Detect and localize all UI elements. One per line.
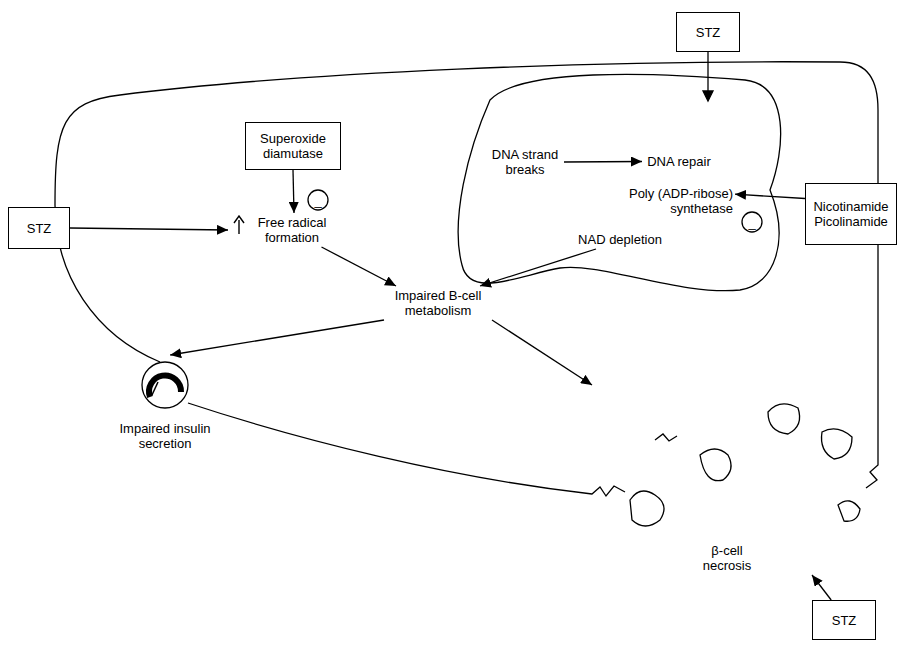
flow-arrow bbox=[322, 247, 397, 286]
node-text: Nicotinamide Picolinamide bbox=[812, 199, 890, 229]
secretion-pore bbox=[149, 375, 181, 397]
text-node: Impaired insulin secretion bbox=[113, 355, 217, 453]
node-text: Free radical formation bbox=[248, 215, 336, 245]
node-text: STZ bbox=[696, 25, 721, 40]
process-box: STZ bbox=[8, 207, 70, 249]
node-text: Impaired insulin secretion bbox=[115, 421, 215, 451]
cell-debris bbox=[768, 404, 800, 434]
text-node: NAD depletion bbox=[572, 230, 668, 249]
flow-arrow bbox=[170, 320, 384, 355]
process-box: STZ bbox=[812, 600, 876, 640]
node-text: Poly (ADP-ribose) synthetase bbox=[602, 186, 733, 216]
node-text: STZ bbox=[832, 613, 857, 628]
increase-arrow bbox=[238, 220, 239, 234]
flow-arrow bbox=[812, 575, 831, 600]
flow-arrow bbox=[564, 161, 642, 163]
node-text: STZ bbox=[27, 221, 52, 236]
cell-debris bbox=[655, 434, 677, 441]
inhibition-circle bbox=[308, 190, 328, 210]
inhibition-sign: _ bbox=[314, 194, 321, 207]
nucleus-outline bbox=[458, 74, 780, 290]
flow-arrow bbox=[293, 170, 294, 213]
cell-debris bbox=[822, 429, 853, 459]
text-node: Impaired B-cell metabolism bbox=[378, 286, 498, 320]
text-node: DNA strand breaks bbox=[486, 145, 564, 179]
pore-arrow bbox=[152, 382, 158, 395]
node-text: DNA repair bbox=[644, 154, 714, 169]
node-text: DNA strand breaks bbox=[488, 147, 562, 177]
node-text: NAD depletion bbox=[574, 232, 666, 247]
flow-arrow bbox=[492, 320, 592, 385]
cell-membrane bbox=[188, 403, 625, 496]
process-box: Nicotinamide Picolinamide bbox=[805, 183, 897, 245]
inhibition-sign: _ bbox=[748, 216, 755, 229]
node-text: Superoxide diamutase bbox=[252, 131, 334, 161]
cell-debris bbox=[700, 449, 731, 481]
process-box: Superoxide diamutase bbox=[245, 122, 341, 170]
flow-arrow bbox=[480, 249, 596, 286]
inhibition-circle bbox=[742, 212, 762, 232]
node-text: β-cell necrosis bbox=[692, 543, 762, 573]
increase-arrow bbox=[232, 215, 246, 235]
text-node: Free radical formation bbox=[228, 213, 338, 247]
stz-arrow-head bbox=[703, 91, 713, 101]
flow-arrow bbox=[70, 228, 228, 230]
cell-debris bbox=[838, 501, 860, 521]
flow-arrow bbox=[735, 194, 805, 198]
text-node: Poly (ADP-ribose) synthetase bbox=[600, 184, 735, 218]
process-box: STZ bbox=[676, 12, 740, 52]
cell-membrane bbox=[55, 62, 878, 488]
text-node: β-cell necrosis bbox=[592, 385, 867, 575]
node-text: Impaired B-cell metabolism bbox=[380, 288, 496, 318]
text-node: DNA repair bbox=[642, 152, 716, 171]
increase-arrow bbox=[234, 216, 244, 223]
secretion-pore bbox=[142, 362, 188, 408]
stz-arrow bbox=[707, 52, 708, 92]
cell-debris bbox=[630, 491, 664, 526]
